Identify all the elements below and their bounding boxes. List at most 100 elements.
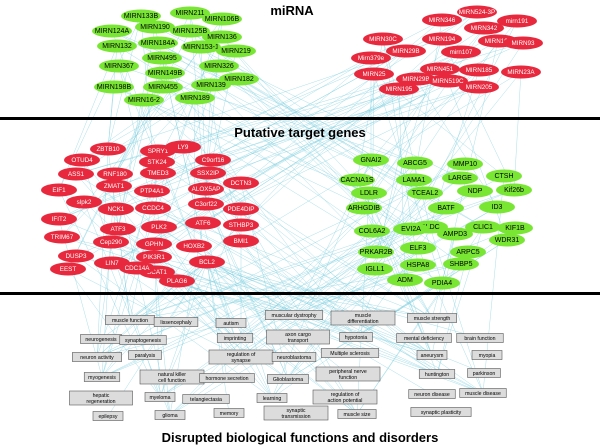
function-node-label: epilepsy <box>98 414 117 420</box>
edge <box>129 224 242 321</box>
function-node: learning <box>256 393 288 403</box>
mirna-node-label: MIRN190 <box>140 24 170 31</box>
mirna-node-shape <box>497 14 537 28</box>
gene-node: Cep290 <box>93 235 129 249</box>
gene-node-shape <box>407 186 443 200</box>
gene-node: CCDC4 <box>135 201 171 215</box>
function-node: epilepsy <box>92 411 124 421</box>
mirna-node-label: MIRN346 <box>429 17 456 24</box>
function-node-box <box>416 350 448 360</box>
mirna-node-label: MIRN184A <box>141 40 176 47</box>
gene-node-shape <box>339 173 375 187</box>
gene-node-shape <box>134 184 170 198</box>
mirna-node-label: MIRN133B <box>124 13 159 20</box>
edge <box>368 68 441 194</box>
function-node: parkinson <box>467 368 501 378</box>
mirna-node: MIRN189 <box>175 91 215 105</box>
mirna-node-label: MIRN194 <box>429 36 456 43</box>
gene-node-label: PIK3R1 <box>143 254 165 261</box>
gene-node: OTUD4 <box>64 153 100 167</box>
mirna-node-label: MIRN524-3P <box>459 9 495 16</box>
edge <box>240 240 358 415</box>
edge <box>67 268 242 358</box>
edge <box>58 218 103 378</box>
gene-node-label: EVI2A <box>401 226 421 233</box>
function-node-box <box>407 313 457 323</box>
gene-node-label: NCK1 <box>108 206 125 213</box>
edge <box>210 84 377 253</box>
function-node-box <box>83 372 121 382</box>
gene-node-shape <box>176 239 212 253</box>
gene-node-label: GPHN <box>145 241 164 248</box>
gene-node-label: DUSP3 <box>66 253 87 260</box>
gene-node-shape <box>140 166 176 180</box>
mirna-node-shape <box>459 80 499 94</box>
edge <box>218 65 484 228</box>
function-node: telangiectasia <box>182 394 230 404</box>
function-node-box <box>396 333 452 343</box>
mirna-node: mirn107 <box>441 45 481 59</box>
mirna-node: MIRN211 <box>170 6 210 20</box>
gene-node: WDR31 <box>489 233 525 247</box>
mirna-node: MIRN30C <box>363 32 403 46</box>
mirna-node: MIRN519C <box>428 74 468 88</box>
gene-node-shape <box>358 245 394 259</box>
mirna-node: MIRN16-2 <box>124 93 164 107</box>
function-node-label: Glioblastoma <box>273 377 303 383</box>
function-node-box <box>182 394 230 404</box>
gene-node: PRKAR2B <box>358 245 394 259</box>
gene-node: ATF3 <box>100 222 136 236</box>
edge <box>429 69 480 228</box>
edge <box>441 38 515 191</box>
function-node-label: muscular dystrophy <box>272 313 317 319</box>
mirna-node-label: MIRN23A <box>507 69 535 76</box>
mirna-node-label: MIRN16-2 <box>128 97 160 104</box>
function-node-box <box>216 333 254 343</box>
mirna-node-shape <box>459 63 499 77</box>
edge <box>206 261 273 399</box>
gene-node: C3orf22 <box>188 197 224 211</box>
function-node-box <box>154 410 186 420</box>
mirna-node-shape <box>420 62 460 76</box>
function-node-box <box>144 392 176 402</box>
edge <box>96 189 515 358</box>
mirna-node-label: MIRN136 <box>207 34 237 41</box>
function-node: myogenesis <box>83 372 121 382</box>
function-node: neuroblastoma <box>271 352 317 362</box>
gene-node-shape <box>450 245 486 259</box>
function-node-label: telangiectasia <box>190 397 222 403</box>
mirna-node-label: MIRN451 <box>427 66 454 73</box>
gene-node-label: LY9 <box>178 144 189 151</box>
function-node: autism <box>215 318 247 328</box>
function-node-box <box>410 407 472 417</box>
gene-node-label: LARGE <box>448 175 472 182</box>
edge <box>240 182 289 380</box>
gene-node: ADM <box>387 273 423 287</box>
gene-node: DCTN3 <box>223 176 259 190</box>
function-node-box <box>267 374 309 384</box>
function-node: muscle disease <box>459 388 507 398</box>
gene-node: CLIC1 <box>465 220 501 234</box>
mirna-node-shape <box>94 80 134 94</box>
mirna-node: MIRN190 <box>135 20 175 34</box>
mirna-node: MIRN153-1 <box>181 40 221 54</box>
gene-node-shape <box>141 220 177 234</box>
gene-node: C9orf16 <box>195 153 231 167</box>
function-node-box <box>459 388 507 398</box>
function-node-box <box>467 368 501 378</box>
function-node-label: muscle strength <box>414 316 451 322</box>
gene-node-shape <box>97 167 133 181</box>
edge <box>159 206 498 398</box>
function-node: muscle size <box>337 409 377 419</box>
function-node-label: neuron disease <box>414 392 450 398</box>
function-node-label: hormone secretion <box>206 376 249 382</box>
gene-node: SHBP5 <box>443 257 479 271</box>
gene-node-shape <box>41 183 77 197</box>
gene-node-shape <box>223 176 259 190</box>
mirna-node-shape <box>202 30 242 44</box>
gene-node-label: KIF1B <box>505 225 525 232</box>
function-node-box <box>330 310 396 326</box>
mirna-node-shape <box>202 12 242 26</box>
